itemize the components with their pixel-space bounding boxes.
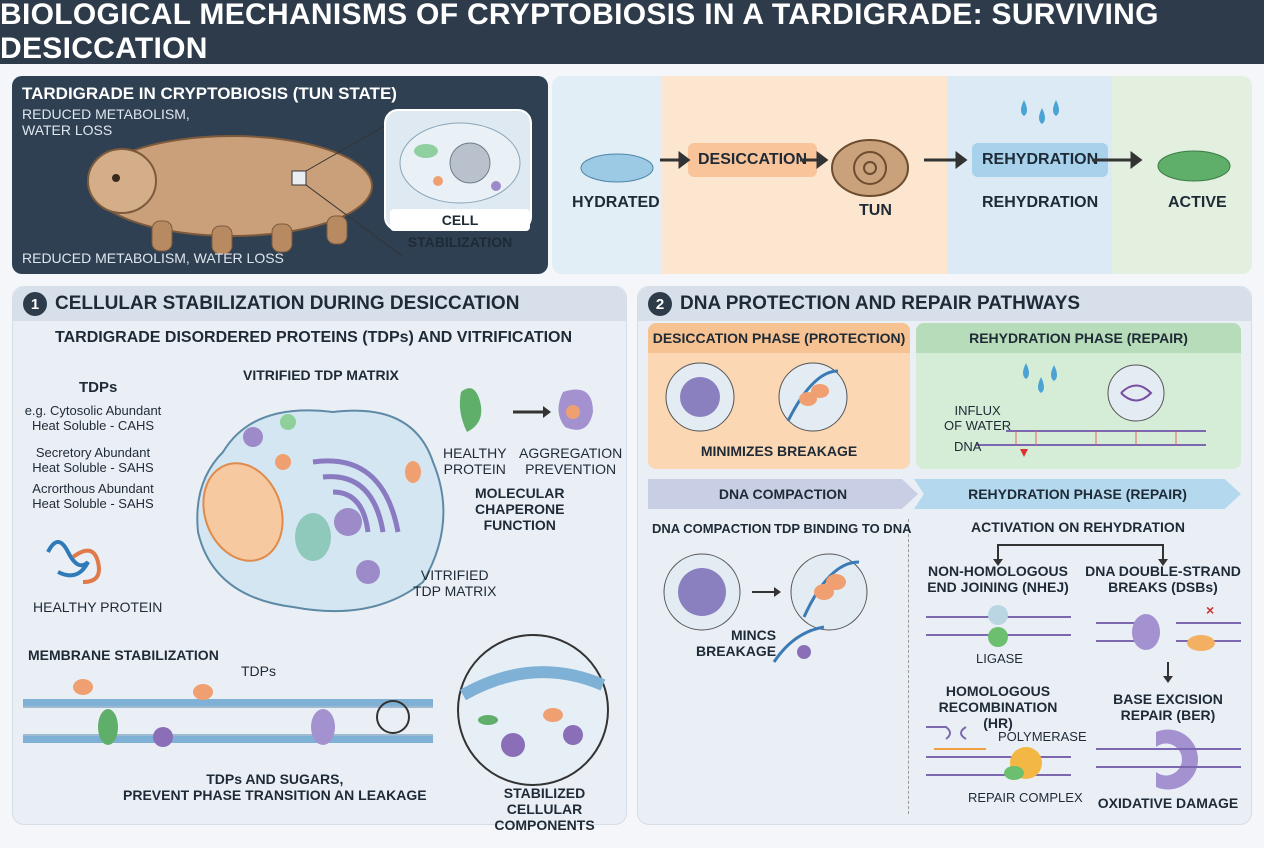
repair-complex-label: REPAIR COMPLEX [968,790,1083,805]
cellular-stabilization-panel: 1 CELLULAR STABILIZATION DURING DESICCATI… [12,286,627,833]
divider [908,519,909,814]
minimizes-breakage-label: MINIMIZES BREAKAGE [700,443,858,459]
tardigrade-illustration [87,115,403,257]
compaction-to-binding-illustration [663,553,868,663]
cahs-label: e.g. Cytosolic Abundant Heat Soluble - C… [24,403,162,433]
panel1-title: CELLULAR STABILIZATION DURING DESICCATIO… [55,293,520,314]
dsb-dna-break: × [1096,602,1241,651]
stabilized-label: STABILIZED CELLULAR COMPONENTS [494,785,595,833]
stabilized-components-inset [457,634,609,786]
panel1-header: 1 CELLULAR STABILIZATION DURING DESICCATI… [13,287,626,321]
tun-footer: REDUCED METABOLISM, WATER LOSS [22,250,284,266]
svg-text:×: × [1206,602,1214,618]
healthy-protein-right-label: HEALTHY PROTEIN [443,445,507,477]
dna-protection-panel: 2 DNA PROTECTION AND REPAIR PATHWAYS DESI… [637,286,1252,825]
nhej-ligase-dna [926,605,1071,647]
panel1-subtitle: TARDIGRADE DISORDERED PROTEINS (TDPs) AN… [55,329,573,346]
desiccation-phase-box: DESICCATION PHASE (PROTECTION) MINIMIZES… [648,323,910,469]
tun-subline: REDUCED METABOLISM, WATER LOSS [22,106,190,138]
nhej-label: NON-HOMOLOGOUS END JOINING (NHEJ) [927,563,1069,595]
rehydration-phase-label: REHYDRATION PHASE (REPAIR) [916,323,1241,353]
oxidative-damage-label: OXIDATIVE DAMAGE [1097,795,1239,811]
water-influx-dna-illustration [976,363,1206,457]
aahs-label: Acrorthous Abundant Heat Soluble - SAHS [32,481,154,511]
page-title: BIOLOGICAL MECHANISMS OF CRYPTOBIOSIS IN… [0,0,1264,65]
hr-polymerase-dna [926,726,1071,780]
matrix-right-label: VITRIFIED TDP MATRIX [413,567,497,599]
activation-label: ACTIVATION ON REHYDRATION [971,519,1185,535]
dna-label: DNA [954,439,982,454]
tdps-label: TDPs [79,379,118,396]
lifecycle-strip: HYDRATED DESICCATION TUN REHYDRATION REH… [552,76,1252,274]
healthy-protein-left-label: HEALTHY PROTEIN [33,599,163,615]
panel1-number: 1 [23,292,47,316]
hydrated-tardigrade-icon [580,153,654,183]
mincs-breakage-label: MINCS BREAKAGE [696,627,777,659]
dna-compaction-label: DNA COMPACTION [652,521,772,536]
chaperone-proteins-icon [459,388,593,432]
stage-tun: TUN [859,202,892,219]
panel2-number: 2 [648,292,672,316]
ber-dna-enzyme [1096,729,1241,790]
sahs-label: Secretory Abundant Heat Soluble - SAHS [32,445,154,475]
ber-label: BASE EXCISION REPAIR (BER) [1113,691,1223,723]
rehydration-repair-banner: REHYDRATION PHASE (REPAIR) [914,479,1241,509]
ligase-label: LIGASE [976,651,1023,666]
polymerase-label: POLYMERASE [998,729,1087,744]
stage-hydrated: HYDRATED [572,194,660,211]
stage-rehydration-pill: REHYDRATION [972,143,1109,177]
hr-label: HOMOLOGOUS RECOMBINATION (HR) [938,683,1058,731]
rehydration-phase-box: REHYDRATION PHASE (REPAIR) INFLUX OF WAT… [916,323,1241,469]
chaperone-label: MOLECULAR CHAPERONE FUNCTION [475,485,565,533]
water-drops-icon [1021,100,1059,124]
dsb-label: DNA DOUBLE-STRAND BREAKS (DSBs) [1085,563,1241,595]
membrane-label: MEMBRANE STABILIZATION [28,647,219,663]
vitrified-cell-illustration [196,409,445,613]
cell-stabilization-label: CELL STABILIZATION [390,209,530,250]
active-tardigrade-icon [1157,150,1231,182]
dsb-to-ber-arrow [1163,662,1173,683]
tdp-binding-label: TDP BINDING TO DNA [774,521,912,536]
membrane-tdps-label: TDPs [241,663,276,679]
healthy-protein-left-icon [46,540,101,584]
tun-shell-icon [831,139,909,197]
cell-inset: CELL STABILIZATION [384,109,532,250]
stage-active: ACTIVE [1168,194,1227,211]
panel2-title: DNA PROTECTION AND REPAIR PATHWAYS [680,293,1081,314]
sugars-label: TDPs AND SUGARS, PREVENT PHASE TRANSITIO… [123,771,427,803]
activation-branch-arrows [993,544,1168,566]
stage-rehydration: REHYDRATION [982,194,1099,211]
aggregation-label: AGGREGATION PREVENTION [519,445,623,477]
panel2-header: 2 DNA PROTECTION AND REPAIR PATHWAYS [638,287,1251,321]
influx-label: INFLUX OF WATER [944,403,1012,433]
tun-state-panel: TARDIGRADE IN CRYPTOBIOSIS (TUN STATE) R… [12,76,548,274]
dna-compaction-circles [665,362,848,432]
lifecycle-arrows [660,151,1143,169]
stage-desiccation: DESICCATION [688,143,818,177]
matrix-top-label: VITRIFIED TDP MATRIX [243,367,399,383]
cell-icon [399,122,521,204]
desiccation-phase-label: DESICCATION PHASE (PROTECTION) [648,323,910,353]
tun-heading: TARDIGRADE IN CRYPTOBIOSIS (TUN STATE) [22,84,397,103]
membrane-bilayer-illustration [23,679,433,747]
dna-compaction-banner: DNA COMPACTION [648,479,918,509]
